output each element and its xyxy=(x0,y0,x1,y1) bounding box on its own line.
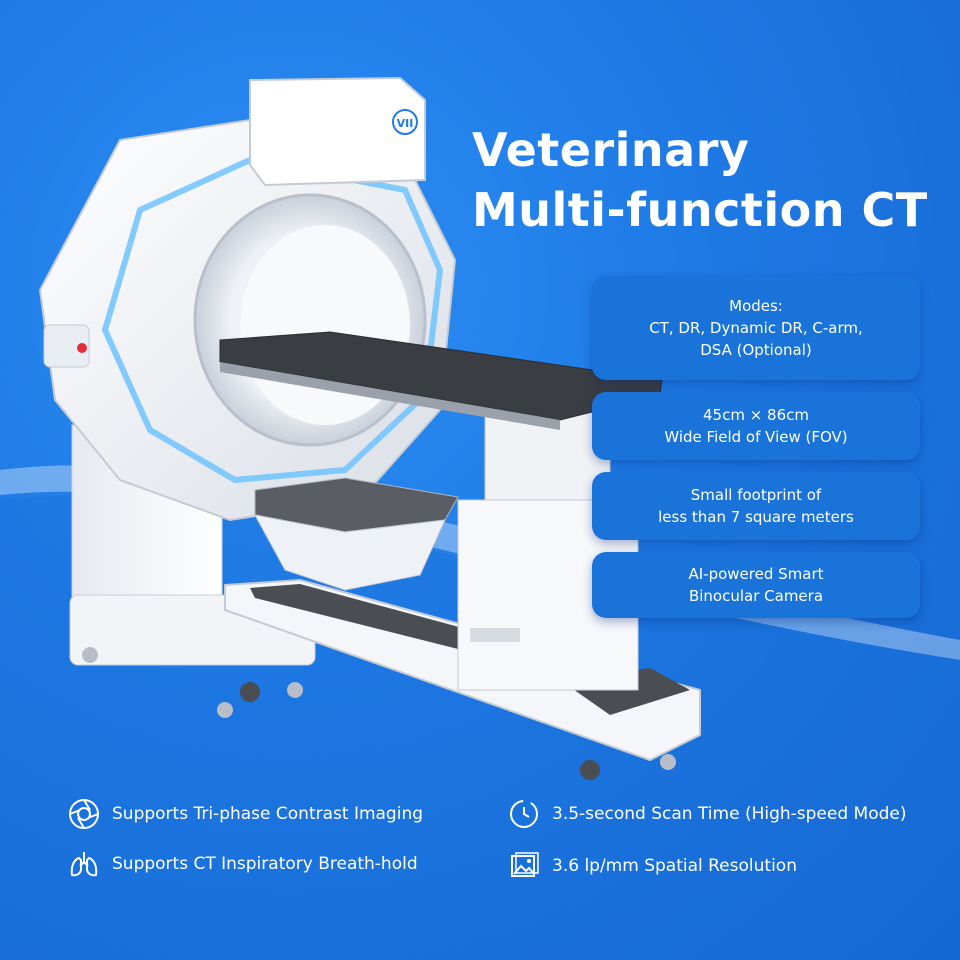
page-title: Veterinary Multi-function CT xyxy=(472,120,928,240)
spec-resolution: 3.6 lp/mm Spatial Resolution xyxy=(508,850,797,882)
feature-card-modes: Modes: CT, DR, Dynamic DR, C-arm, DSA (O… xyxy=(592,276,920,380)
feature-card-camera: AI-powered Smart Binocular Camera xyxy=(592,552,920,618)
feature-line: DSA (Optional) xyxy=(700,341,812,359)
spec-label: 3.6 lp/mm Spatial Resolution xyxy=(552,856,797,876)
feature-line: AI-powered Smart xyxy=(688,565,824,583)
feature-card-footprint: Small footprint of less than 7 square me… xyxy=(592,472,920,540)
aperture-icon xyxy=(69,799,99,829)
spec-scan-time: 3.5-second Scan Time (High-speed Mode) xyxy=(508,798,907,830)
feature-line: CT, DR, Dynamic DR, C-arm, xyxy=(649,319,863,337)
feature-line: Binocular Camera xyxy=(688,587,824,605)
image-icon xyxy=(511,852,539,877)
spec-label: Supports Tri-phase Contrast Imaging xyxy=(112,804,424,824)
lungs-icon xyxy=(70,852,98,877)
feature-card-fov: 45cm × 86cm Wide Field of View (FOV) xyxy=(592,392,920,460)
device-badge: VII xyxy=(397,117,414,130)
feature-line: Modes: xyxy=(729,297,783,315)
spec-label: Supports CT Inspiratory Breath-hold xyxy=(112,854,418,874)
timer-icon xyxy=(510,800,538,828)
title-line-1: Veterinary xyxy=(472,123,750,177)
feature-line: Small footprint of xyxy=(690,486,822,504)
spec-tri-phase: Supports Tri-phase Contrast Imaging xyxy=(68,798,423,830)
ct-machine-illustration: VII xyxy=(38,76,701,780)
feature-line: less than 7 square meters xyxy=(658,508,854,526)
feature-line: Wide Field of View (FOV) xyxy=(664,428,848,446)
feature-line: 45cm × 86cm xyxy=(703,406,809,424)
title-line-2: Multi-function CT xyxy=(472,183,928,237)
spec-breath-hold: Supports CT Inspiratory Breath-hold xyxy=(68,848,418,880)
spec-label: 3.5-second Scan Time (High-speed Mode) xyxy=(552,804,907,824)
